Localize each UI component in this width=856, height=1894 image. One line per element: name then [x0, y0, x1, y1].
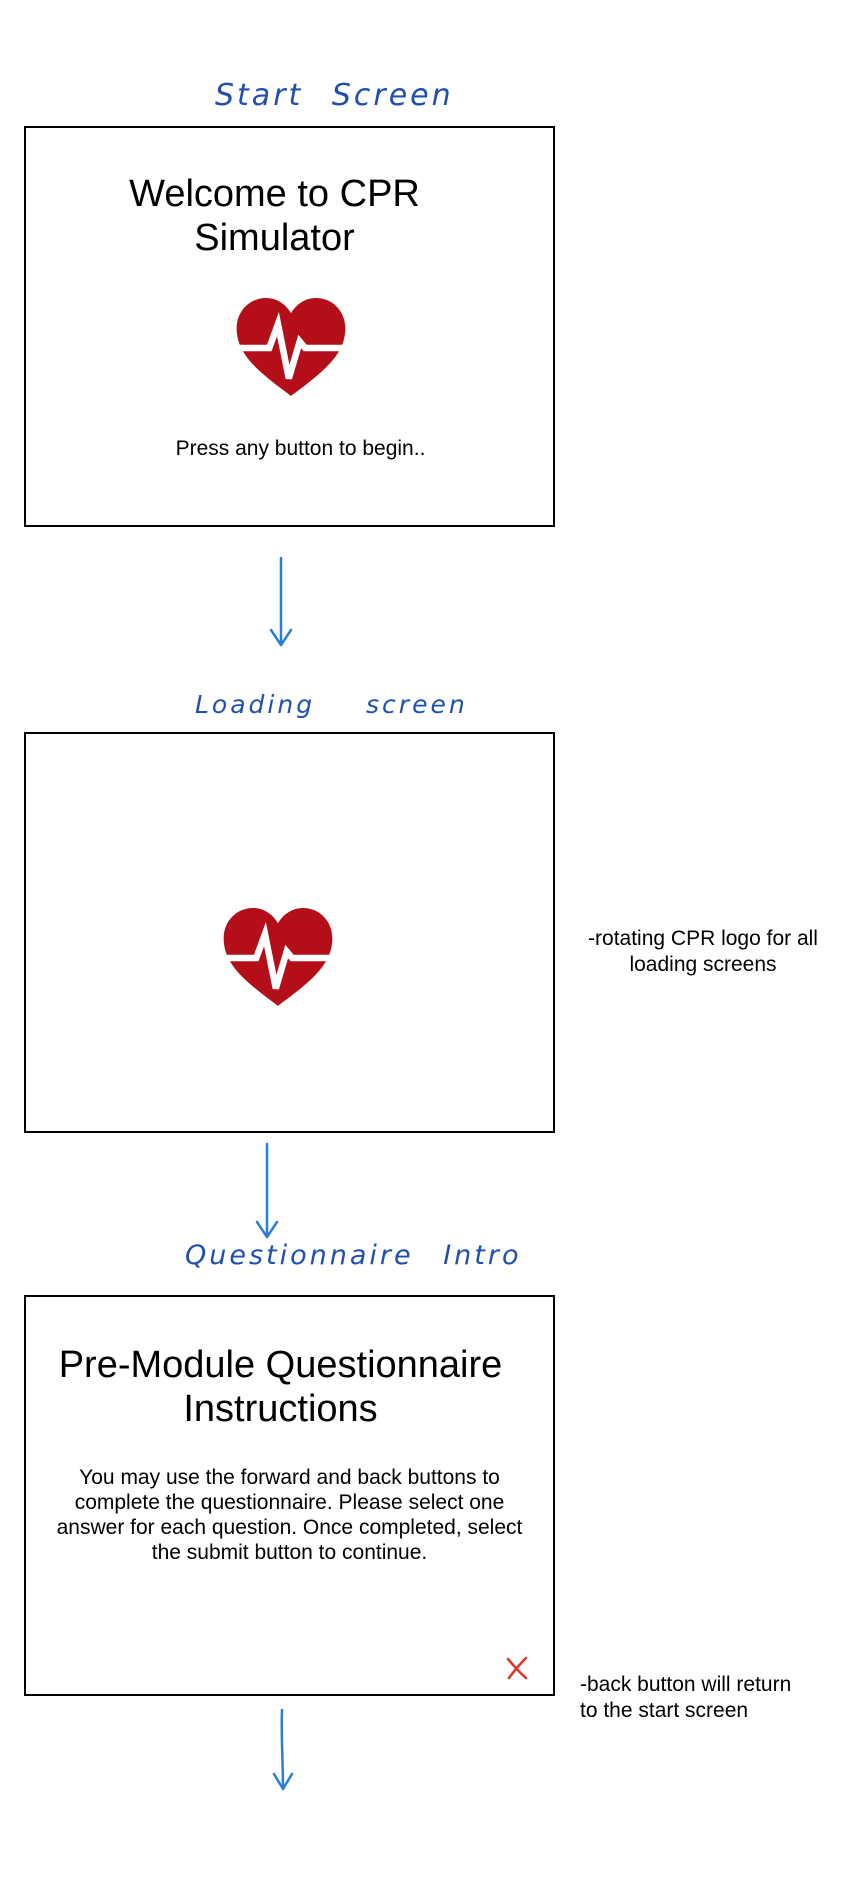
questionnaire-intro-label: Questionnaire Intro [185, 1240, 522, 1271]
start-screen-label: Start Screen [215, 78, 454, 113]
questionnaire-intro-frame: Pre-Module Questionnaire Instructions Yo… [24, 1295, 555, 1696]
close-x-icon[interactable] [504, 1655, 530, 1681]
questionnaire-intro-body-line4: the submit button to continue. [151, 1541, 428, 1564]
start-screen-title-line1: Welcome to CPR [129, 173, 420, 215]
questionnaire-intro-body: You may use the forward and back buttons… [26, 1465, 553, 1565]
heart-pulse-icon [236, 298, 346, 396]
flow-arrow-2 [255, 1142, 279, 1239]
loading-screen-label: Loading screen [195, 690, 468, 719]
start-screen-title: Welcome to CPR Simulator [0, 172, 553, 260]
loading-screen-note-line2: loading screens [629, 953, 777, 976]
questionnaire-intro-body-line3: answer for each question. Once completed… [56, 1516, 523, 1539]
questionnaire-intro-body-line1: You may use the forward and back buttons… [79, 1466, 500, 1489]
flow-arrow-1 [269, 556, 293, 647]
heart-pulse-icon [223, 908, 333, 1006]
questionnaire-intro-title: Pre-Module Questionnaire Instructions [8, 1343, 553, 1431]
questionnaire-intro-note-line1: -back button will return [580, 1673, 792, 1696]
start-screen-prompt: Press any button to begin.. [175, 437, 426, 460]
questionnaire-intro-note-line2: to the start screen [580, 1699, 749, 1722]
flow-arrow-3 [272, 1708, 294, 1791]
questionnaire-intro-title-line2: Instructions [183, 1388, 378, 1430]
loading-screen-note: -rotating CPR logo for all loading scree… [578, 926, 828, 978]
questionnaire-intro-body-line2: complete the questionnaire. Please selec… [74, 1491, 505, 1514]
start-screen-frame: Welcome to CPR Simulator Press any butto… [24, 126, 555, 527]
questionnaire-intro-title-line1: Pre-Module Questionnaire [58, 1344, 503, 1386]
loading-screen-frame [24, 732, 555, 1133]
loading-screen-note-line1: -rotating CPR logo for all [588, 927, 818, 950]
questionnaire-intro-note: -back button will return to the start sc… [580, 1672, 850, 1724]
start-screen-title-line2: Simulator [194, 217, 355, 259]
